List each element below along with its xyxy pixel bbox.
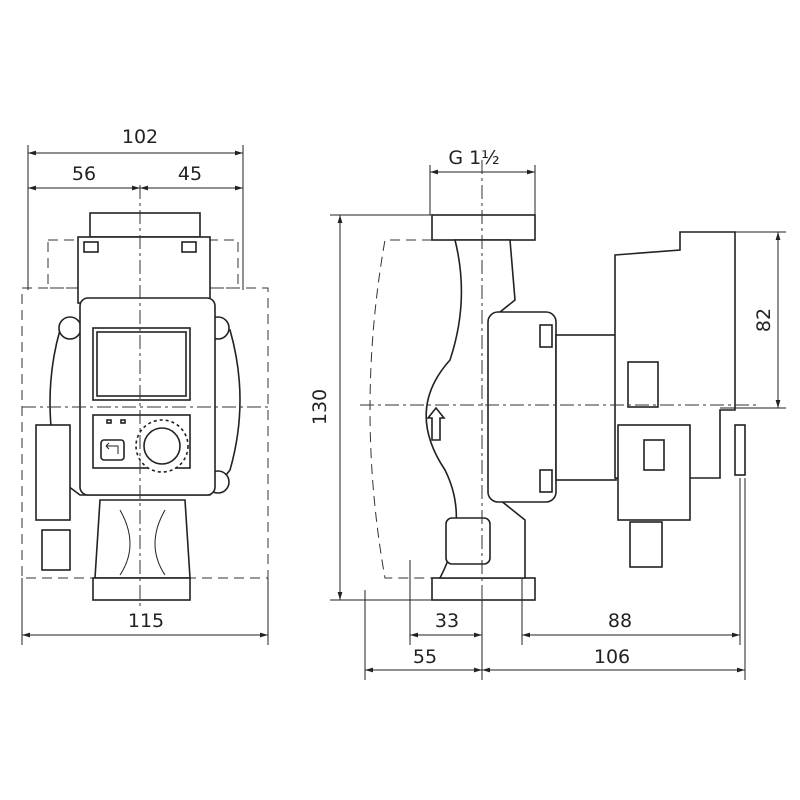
- lower-body: [94, 499, 191, 579]
- side-grip: [734, 424, 746, 476]
- latch: [83, 241, 99, 253]
- dim-45: 45: [178, 163, 202, 185]
- inlet-contour: [119, 509, 166, 576]
- dim-82: 82: [753, 308, 775, 332]
- housing-envelope: [369, 239, 480, 579]
- back-arrow-icon: [105, 442, 119, 454]
- led: [106, 419, 112, 424]
- bottom-flange: [92, 577, 191, 601]
- display-inner: [96, 331, 187, 397]
- side-connector: [35, 424, 71, 521]
- dim-33: 33: [435, 610, 459, 632]
- front-view: 102 56 45 115: [21, 126, 269, 645]
- plug: [643, 439, 665, 471]
- dim-88: 88: [608, 610, 632, 632]
- flow-arrow-icon: [426, 406, 446, 441]
- dim-115: 115: [128, 610, 164, 632]
- cooling-slot: [627, 361, 659, 408]
- dim-130: 130: [309, 389, 331, 425]
- side-view: G 1½ 130 82 33 88 55 106: [309, 147, 786, 680]
- bottom-flange: [431, 577, 536, 601]
- back-button: [100, 439, 125, 461]
- bolt: [539, 469, 553, 493]
- dim-thread: G 1½: [448, 147, 499, 169]
- led: [120, 419, 126, 424]
- pump-body: [425, 239, 526, 579]
- cable-gland: [41, 529, 71, 571]
- latch: [181, 241, 197, 253]
- top-flange: [89, 212, 201, 238]
- cable-gland: [629, 521, 663, 568]
- knob-center: [143, 427, 181, 465]
- bolt: [539, 324, 553, 348]
- upper-envelope: [47, 239, 239, 289]
- dim-102: 102: [122, 126, 158, 148]
- top-flange: [431, 214, 536, 241]
- motor-stator: [555, 334, 617, 481]
- dim-55: 55: [413, 646, 437, 668]
- dim-106: 106: [594, 646, 630, 668]
- mount-lug: [58, 316, 82, 340]
- inspection-window: [445, 517, 491, 565]
- dim-56: 56: [72, 163, 96, 185]
